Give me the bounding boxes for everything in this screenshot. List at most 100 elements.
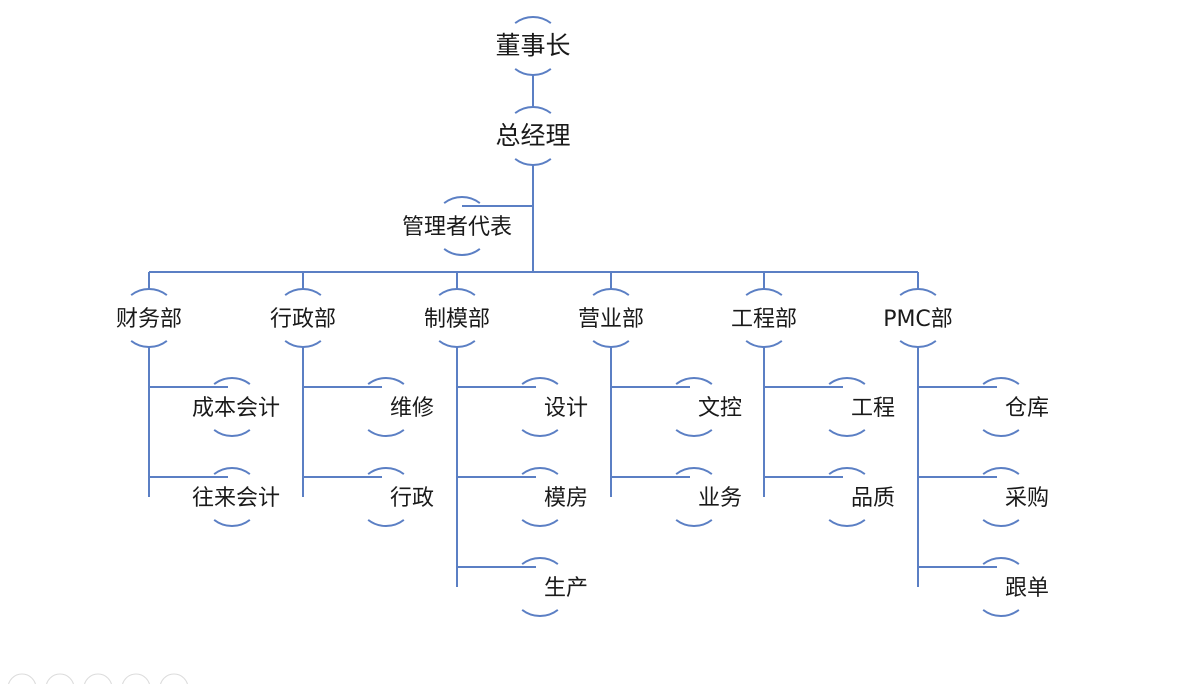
node-sales-child-1-label: 文控 bbox=[698, 396, 742, 421]
search-icon[interactable] bbox=[122, 673, 150, 684]
close-icon[interactable] bbox=[160, 673, 188, 684]
node-admin-top-arc bbox=[284, 288, 322, 296]
node-pmc-child-2-label: 采购 bbox=[1005, 486, 1049, 511]
node-mold-label: 制模部 bbox=[424, 307, 490, 332]
node-chairman-bottom-arc bbox=[514, 68, 552, 76]
node-admin-child-1-top-arc bbox=[367, 377, 405, 385]
node-pmc-child-2[interactable]: 采购 bbox=[982, 467, 1049, 527]
node-admin-child-1[interactable]: 维修 bbox=[367, 377, 434, 437]
node-finance-label: 财务部 bbox=[116, 307, 182, 332]
node-finance-child-1[interactable]: 成本会计 bbox=[192, 377, 280, 437]
node-pmc-child-1-top-arc bbox=[982, 377, 1020, 385]
node-sales-child-2[interactable]: 业务 bbox=[675, 467, 742, 527]
node-finance-top-arc bbox=[130, 288, 168, 296]
node-mold-child-2-top-arc bbox=[521, 467, 559, 475]
node-finance-child-1-label: 成本会计 bbox=[192, 396, 280, 421]
node-admin-bottom-arc bbox=[284, 340, 322, 348]
node-engineering-child-2[interactable]: 品质 bbox=[828, 467, 895, 527]
grid-icon[interactable] bbox=[84, 673, 112, 684]
node-sales[interactable]: 营业部 bbox=[578, 288, 644, 348]
node-mold-child-3-label: 生产 bbox=[544, 576, 588, 601]
connectors bbox=[148, 75, 997, 587]
viewer-controls bbox=[8, 673, 188, 684]
node-engineering-child-1-label: 工程 bbox=[851, 396, 895, 421]
node-sales-top-arc bbox=[592, 288, 630, 296]
node-finance-child-1-bottom-arc bbox=[213, 429, 251, 437]
node-gm-bottom-arc bbox=[514, 158, 552, 166]
node-finance-child-2[interactable]: 往来会计 bbox=[192, 467, 280, 527]
node-chairman[interactable]: 董事长 bbox=[495, 16, 571, 76]
node-mold-child-1-label: 设计 bbox=[544, 396, 588, 421]
node-engineering[interactable]: 工程部 bbox=[731, 288, 797, 348]
node-gm-label: 总经理 bbox=[495, 121, 570, 150]
node-sales-child-2-label: 业务 bbox=[698, 486, 742, 511]
node-mgmt-rep-top-arc bbox=[443, 196, 481, 204]
node-sales-bottom-arc bbox=[592, 340, 630, 348]
node-sales-child-1-top-arc bbox=[675, 377, 713, 385]
node-engineering-child-2-top-arc bbox=[828, 467, 866, 475]
node-pmc-top-arc bbox=[899, 288, 937, 296]
node-pmc-child-2-top-arc bbox=[982, 467, 1020, 475]
node-engineering-child-2-bottom-arc bbox=[828, 519, 866, 527]
node-mold-child-1-top-arc bbox=[521, 377, 559, 385]
zoom-out-icon[interactable] bbox=[8, 673, 36, 684]
node-mold-bottom-arc bbox=[438, 340, 476, 348]
node-chairman-label: 董事长 bbox=[495, 31, 570, 60]
node-admin-child-2-label: 行政 bbox=[390, 486, 434, 511]
node-mgmt-rep-bottom-arc bbox=[443, 248, 481, 256]
node-pmc-child-3[interactable]: 跟单 bbox=[982, 557, 1049, 617]
node-pmc-child-1[interactable]: 仓库 bbox=[982, 377, 1049, 437]
node-mold-child-3-bottom-arc bbox=[521, 609, 559, 617]
node-pmc[interactable]: PMC部 bbox=[883, 288, 953, 348]
node-engineering-label: 工程部 bbox=[731, 307, 797, 332]
node-engineering-child-1-top-arc bbox=[828, 377, 866, 385]
node-admin-child-1-bottom-arc bbox=[367, 429, 405, 437]
zoom-in-icon[interactable] bbox=[46, 673, 74, 684]
node-admin-child-1-label: 维修 bbox=[390, 396, 434, 421]
node-admin-label: 行政部 bbox=[270, 307, 336, 332]
node-admin-child-2-top-arc bbox=[367, 467, 405, 475]
node-mold-top-arc bbox=[438, 288, 476, 296]
node-pmc-label: PMC部 bbox=[883, 307, 953, 332]
node-sales-label: 营业部 bbox=[578, 307, 644, 332]
node-pmc-bottom-arc bbox=[899, 340, 937, 348]
node-finance[interactable]: 财务部 bbox=[116, 288, 182, 348]
node-mgmt-rep-label: 管理者代表 bbox=[402, 215, 512, 240]
node-engineering-child-2-label: 品质 bbox=[851, 486, 895, 511]
node-finance-child-1-top-arc bbox=[213, 377, 251, 385]
node-sales-child-1[interactable]: 文控 bbox=[675, 377, 742, 437]
node-chairman-top-arc bbox=[514, 16, 552, 24]
node-finance-bottom-arc bbox=[130, 340, 168, 348]
node-pmc-child-3-label: 跟单 bbox=[1005, 576, 1049, 601]
node-mold-child-2-label: 模房 bbox=[544, 486, 588, 511]
node-sales-child-2-top-arc bbox=[675, 467, 713, 475]
node-engineering-child-1-bottom-arc bbox=[828, 429, 866, 437]
node-mold-child-1-bottom-arc bbox=[521, 429, 559, 437]
node-pmc-child-2-bottom-arc bbox=[982, 519, 1020, 527]
node-engineering-top-arc bbox=[745, 288, 783, 296]
node-sales-child-2-bottom-arc bbox=[675, 519, 713, 527]
node-pmc-child-1-bottom-arc bbox=[982, 429, 1020, 437]
node-mold-child-3[interactable]: 生产 bbox=[521, 557, 588, 617]
node-mold-child-2[interactable]: 模房 bbox=[521, 467, 588, 527]
node-mold-child-3-top-arc bbox=[521, 557, 559, 565]
node-pmc-child-3-bottom-arc bbox=[982, 609, 1020, 617]
node-pmc-child-3-top-arc bbox=[982, 557, 1020, 565]
node-gm-top-arc bbox=[514, 106, 552, 114]
node-pmc-child-1-label: 仓库 bbox=[1005, 396, 1049, 421]
node-finance-child-2-top-arc bbox=[213, 467, 251, 475]
node-mold-child-2-bottom-arc bbox=[521, 519, 559, 527]
node-engineering-bottom-arc bbox=[745, 340, 783, 348]
node-finance-child-2-label: 往来会计 bbox=[192, 486, 280, 511]
node-admin-child-2-bottom-arc bbox=[367, 519, 405, 527]
node-gm[interactable]: 总经理 bbox=[495, 106, 571, 166]
node-mold[interactable]: 制模部 bbox=[424, 288, 490, 348]
node-admin[interactable]: 行政部 bbox=[270, 288, 336, 348]
node-engineering-child-1[interactable]: 工程 bbox=[828, 377, 895, 437]
node-mold-child-1[interactable]: 设计 bbox=[521, 377, 588, 437]
node-sales-child-1-bottom-arc bbox=[675, 429, 713, 437]
node-admin-child-2[interactable]: 行政 bbox=[367, 467, 434, 527]
node-mgmt-rep[interactable]: 管理者代表 bbox=[402, 196, 512, 256]
